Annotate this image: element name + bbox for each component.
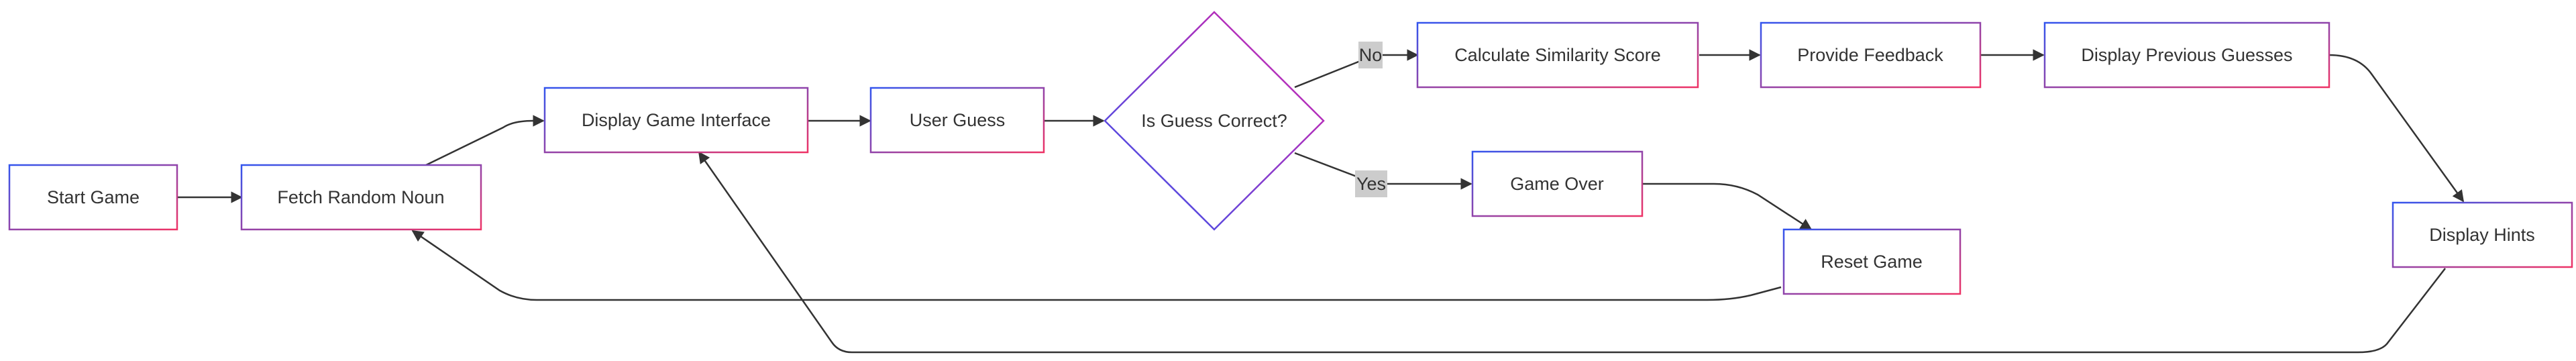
svg-text:Start Game: Start Game — [47, 187, 140, 207]
node-display-previous-guesses: Display Previous Guesses — [2043, 21, 2330, 89]
node-user-guess: User Guess — [869, 87, 1045, 154]
edge-label-no: No — [1358, 42, 1383, 68]
node-display-hints: Display Hints — [2392, 201, 2573, 268]
edge-previous-guesses-to-hints — [2328, 54, 2465, 203]
node-start-game: Start Game — [8, 164, 178, 231]
svg-text:Provide Feedback: Provide Feedback — [1797, 45, 1943, 65]
svg-text:Fetch Random Noun: Fetch Random Noun — [277, 187, 444, 207]
svg-text:User Guess: User Guess — [910, 110, 1006, 130]
node-display-game-interface: Display Game Interface — [543, 87, 809, 154]
node-is-guess-correct: Is Guess Correct? — [1104, 11, 1325, 231]
edge-decision-no-to-similarity — [1294, 49, 1419, 89]
svg-text:Game Over: Game Over — [1510, 174, 1604, 194]
svg-text:Yes: Yes — [1356, 174, 1386, 194]
node-calculate-similarity-score: Calculate Similarity Score — [1416, 21, 1699, 89]
svg-text:Reset Game: Reset Game — [1821, 252, 1923, 272]
node-game-over: Game Over — [1471, 150, 1644, 217]
svg-text:Display Game Interface: Display Game Interface — [582, 110, 771, 130]
svg-text:Is Guess Correct?: Is Guess Correct? — [1141, 111, 1287, 131]
edge-game-over-to-reset — [1642, 183, 1813, 231]
edges — [178, 49, 2465, 354]
node-fetch-random-noun: Fetch Random Noun — [240, 164, 482, 231]
svg-text:Calculate Similarity Score: Calculate Similarity Score — [1454, 45, 1661, 65]
edge-hints-to-display-interface — [698, 151, 2446, 354]
node-provide-feedback: Provide Feedback — [1760, 21, 1982, 89]
svg-text:No: No — [1359, 45, 1383, 65]
svg-text:Display Previous Guesses: Display Previous Guesses — [2081, 45, 2292, 65]
edge-label-yes: Yes — [1355, 170, 1387, 197]
edge-fetch-to-display-interface — [425, 115, 545, 166]
edge-reset-to-fetch — [411, 229, 1782, 301]
svg-text:Display Hints: Display Hints — [2429, 225, 2535, 245]
node-reset-game: Reset Game — [1782, 228, 1962, 295]
